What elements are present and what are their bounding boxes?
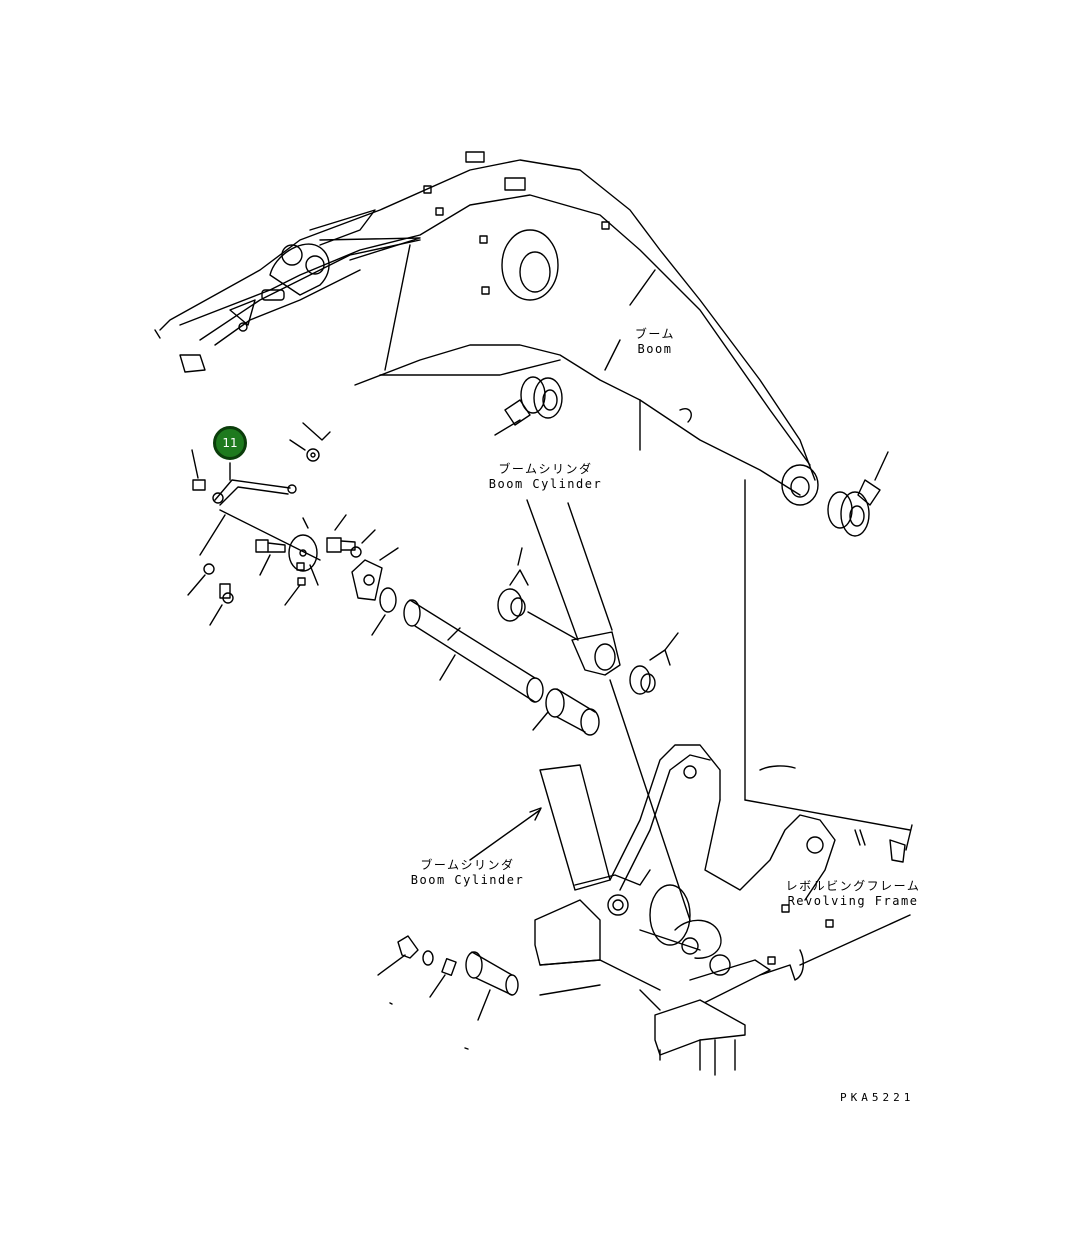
part-callout-11[interactable]: 11 <box>213 426 247 460</box>
boom-cylinder-label-top-jp: ブームシリンダ <box>498 462 593 476</box>
lower-pin-hardware <box>377 935 519 1050</box>
revolving-frame-label: レボルビングフレーム Revolving Frame <box>778 877 928 908</box>
boom-label-en: Boom <box>637 342 673 356</box>
revolving-frame-label-jp: レボルビングフレーム <box>785 879 921 893</box>
pin-hardware <box>187 514 399 636</box>
boom-cylinder-lower <box>469 764 651 891</box>
boom-label: ブーム Boom <box>625 325 685 356</box>
boom-cylinder-label-bottom: ブームシリンダ Boom Cylinder <box>400 856 535 887</box>
boom-foot-pin <box>403 599 600 736</box>
boom-cylinder-label-top: ブームシリンダ Boom Cylinder <box>478 460 613 491</box>
boom-cylinder-label-bottom-jp: ブームシリンダ <box>420 858 515 872</box>
boom-cylinder-label-bottom-en: Boom Cylinder <box>410 873 525 887</box>
drawing-code: PKA5221 <box>840 1091 915 1104</box>
boom-label-jp: ブーム <box>634 327 676 341</box>
lube-line-part <box>191 422 331 561</box>
revolving-frame-label-en: Revolving Frame <box>787 894 919 908</box>
boom-cylinder-upper <box>497 499 691 921</box>
boom-drawing <box>154 151 819 801</box>
revolving-frame-drawing <box>534 744 913 1076</box>
boom-cylinder-label-top-en: Boom Cylinder <box>488 477 603 491</box>
boom-top-bushings <box>494 376 889 537</box>
